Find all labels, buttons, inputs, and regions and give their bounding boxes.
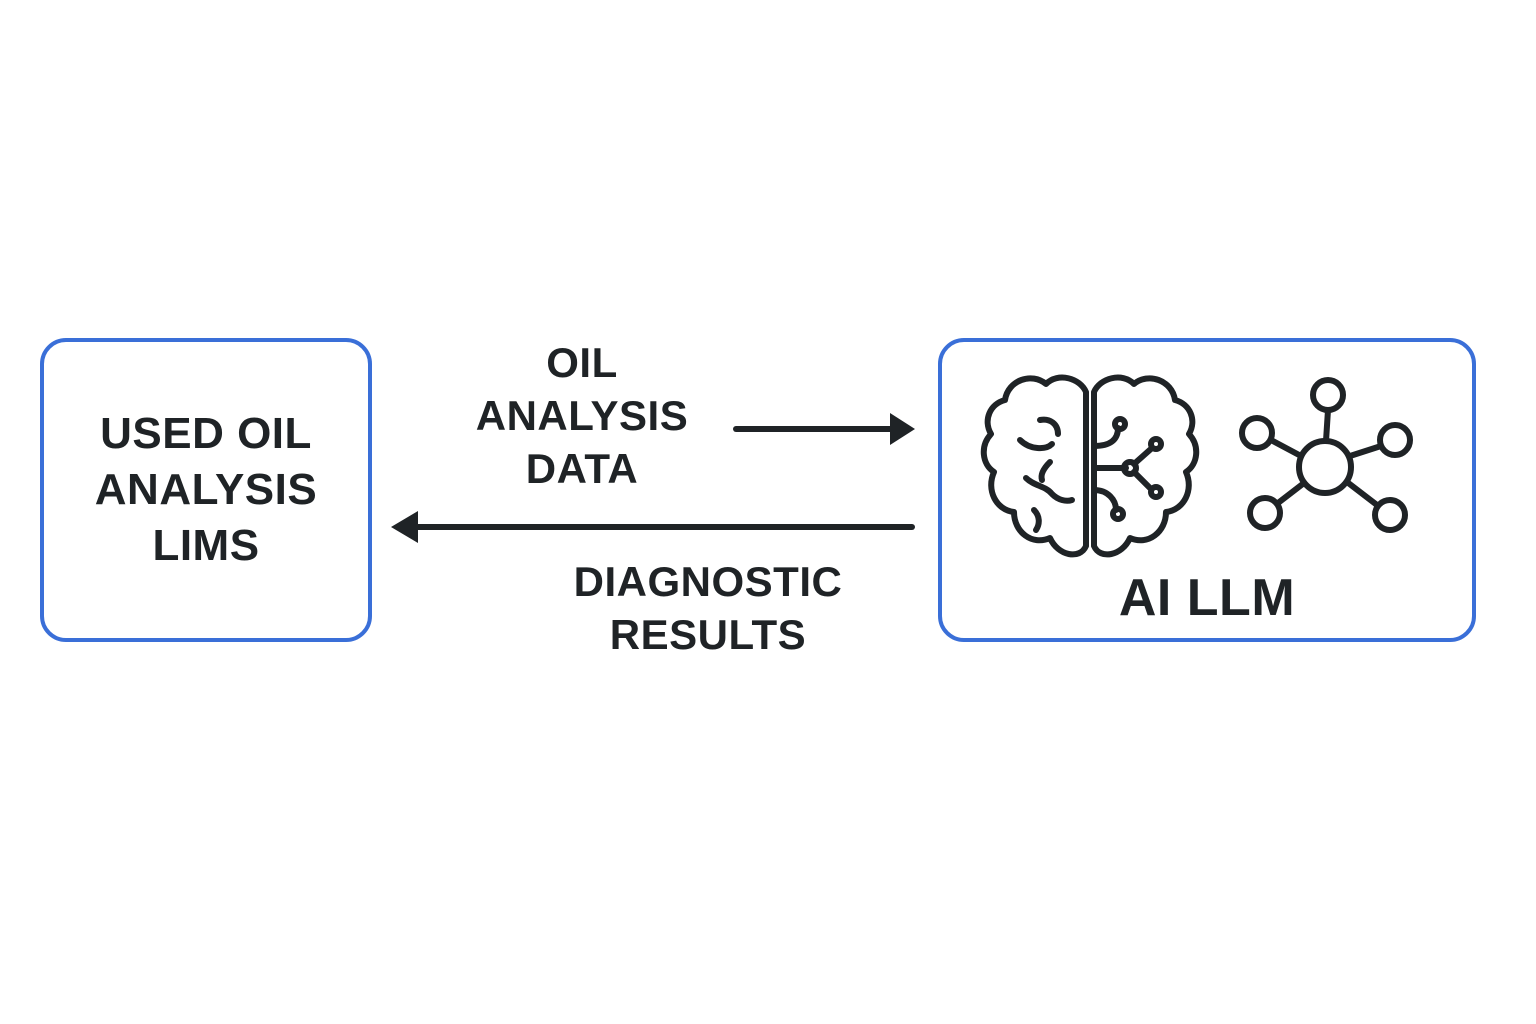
results-flow-label-line-1: DIAGNOSTIC (573, 558, 843, 605)
data-flow-arrow (733, 413, 915, 445)
results-flow-arrow (391, 511, 915, 543)
data-flow-label-line-1: OIL (546, 339, 618, 386)
data-flow-label-line-2: ANALYSIS (475, 392, 689, 439)
results-flow-label: DIAGNOSTIC RESULTS (548, 555, 868, 661)
data-flow-label-line-3: DATA (525, 445, 639, 492)
results-flow-label-line-2: RESULTS (609, 611, 807, 658)
lims-label-line-2: ANALYSIS (94, 465, 318, 514)
lims-label-line-3: LIMS (152, 521, 260, 570)
lims-label-line-1: USED OIL (100, 409, 312, 458)
lims-label: USED OIL ANALYSIS LIMS (95, 406, 317, 574)
ai-llm-node (938, 338, 1476, 642)
data-flow-label: OIL ANALYSIS DATA (462, 336, 702, 495)
lims-node: USED OIL ANALYSIS LIMS (40, 338, 372, 642)
